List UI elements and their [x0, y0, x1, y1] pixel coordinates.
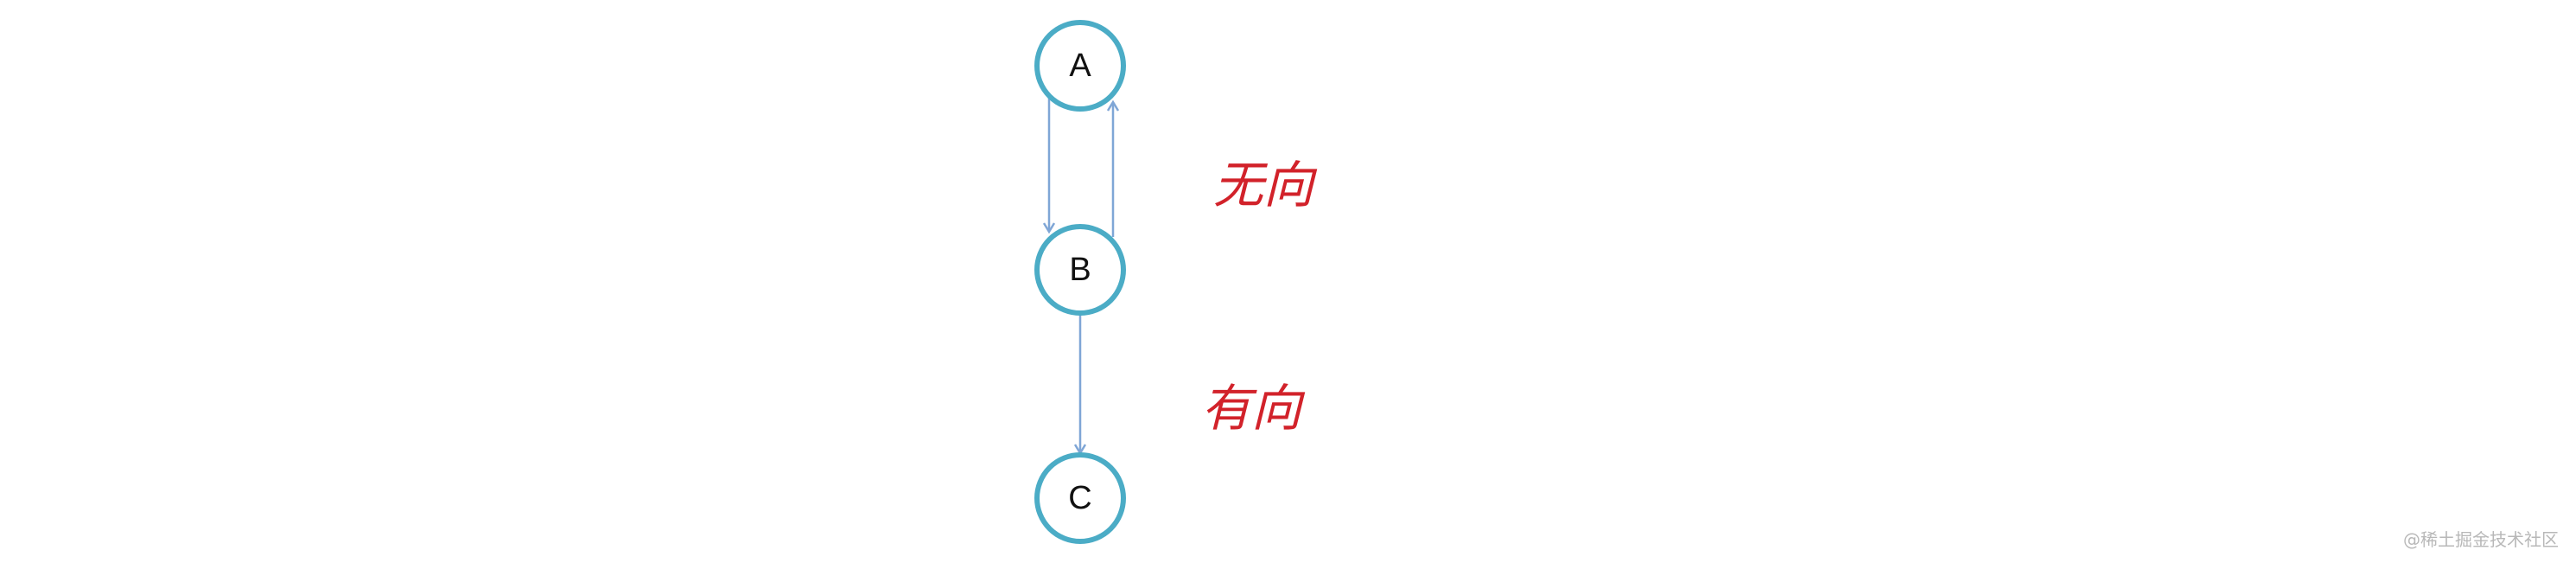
node-c: C — [1034, 452, 1126, 544]
node-b-label: B — [1069, 252, 1091, 288]
node-a: A — [1034, 20, 1126, 112]
watermark: @稀土掘金技术社区 — [2403, 529, 2559, 550]
node-c-label: C — [1068, 480, 1091, 516]
node-b: B — [1034, 224, 1126, 316]
annotation-undirected: 无向 — [1213, 156, 1318, 214]
annotation-directed: 有向 — [1201, 379, 1306, 438]
node-a-label: A — [1069, 48, 1091, 84]
